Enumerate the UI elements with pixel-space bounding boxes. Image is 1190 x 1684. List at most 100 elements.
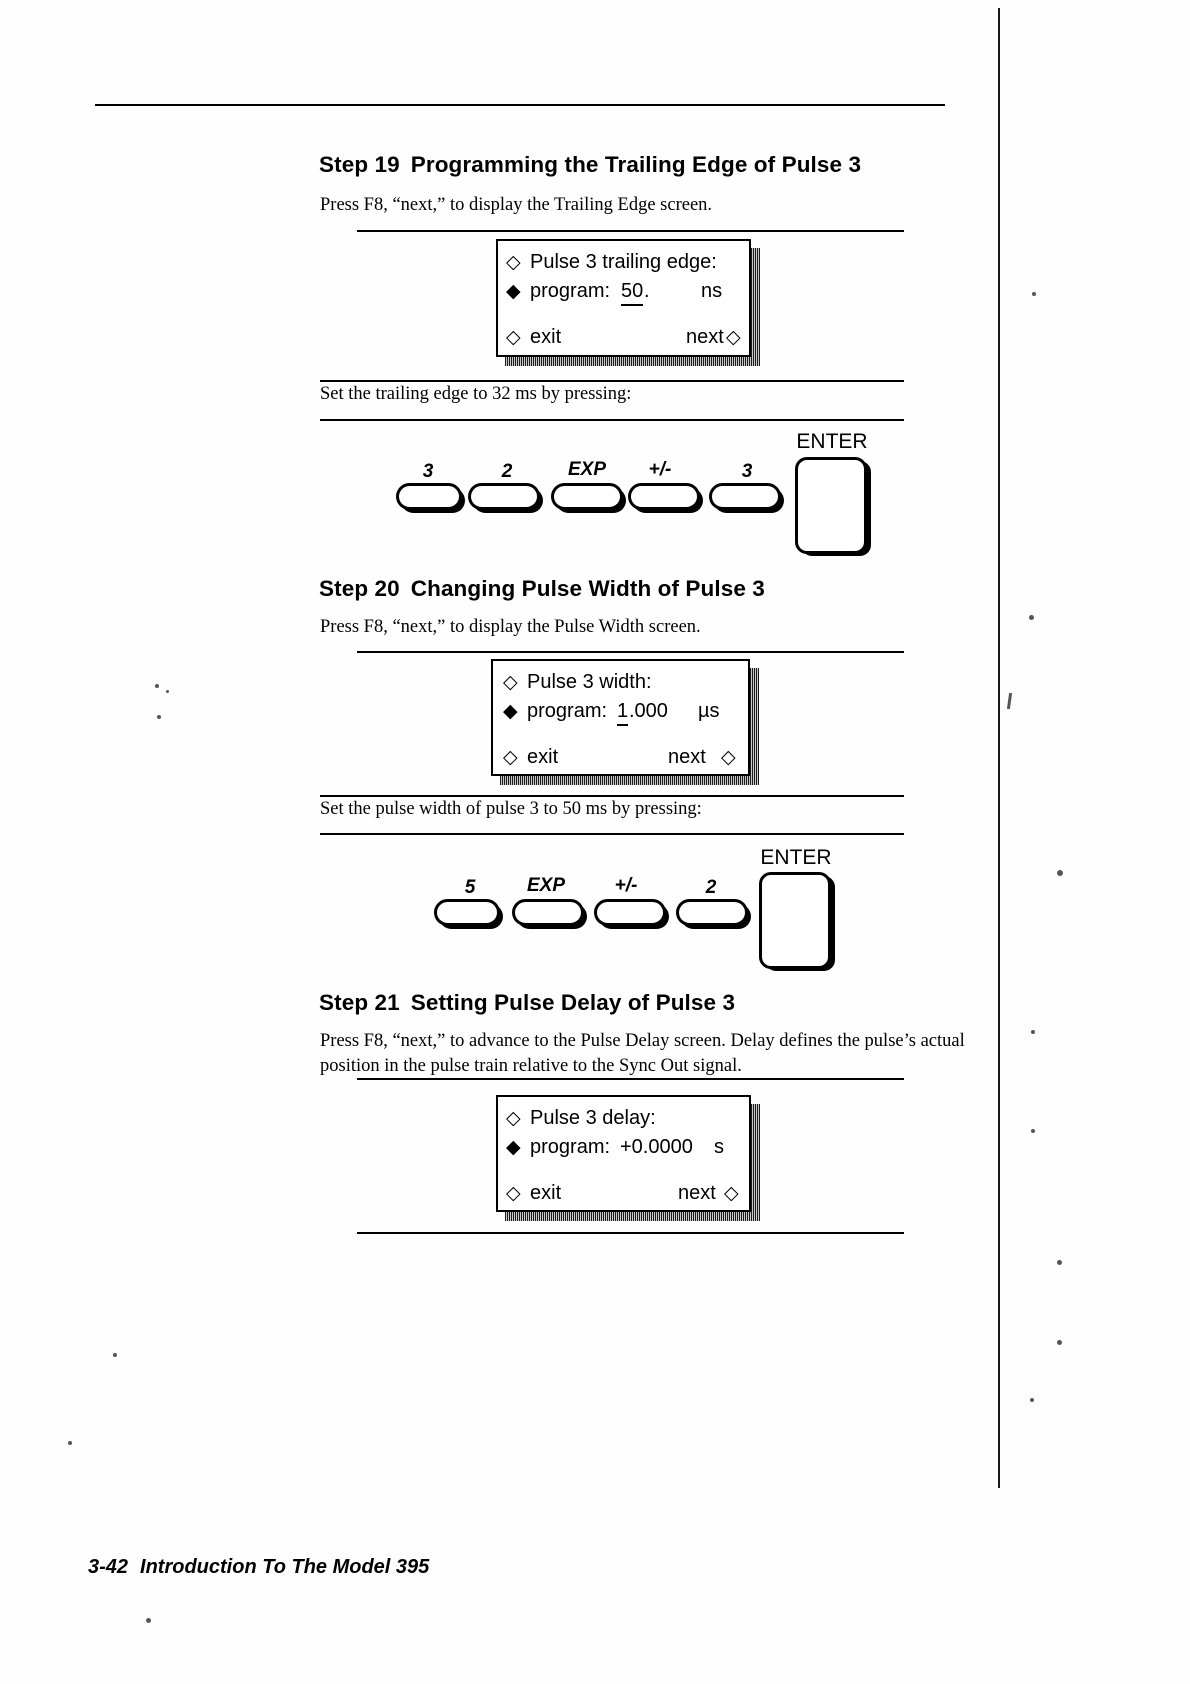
lcd-line2-suffix: . (644, 280, 650, 302)
lcd-line1-text: Pulse 3 width: (527, 671, 652, 693)
key-label-2: 2 (501, 461, 513, 482)
scan-speck (155, 684, 159, 688)
footer-page-number: 3-42 (88, 1556, 129, 1578)
scan-speck (1057, 1260, 1062, 1265)
lcd-face: ◇ Pulse 3 width: ◆ program: 1 .000 µs ◇ … (491, 659, 750, 776)
lcd-line2-units: ns (701, 280, 723, 302)
lcd-line2-value: 50 (621, 280, 644, 306)
key-3a[interactable] (396, 483, 462, 510)
key-label-3a: 3 (422, 461, 434, 482)
scan-speck (1032, 292, 1036, 296)
lcd-line1-text: Pulse 3 delay: (530, 1107, 656, 1129)
step-20-heading: Step 20 Changing Pulse Width of Pulse 3 (319, 576, 765, 602)
right-margin-rule (998, 8, 1000, 1488)
key-2-20[interactable] (676, 899, 748, 926)
figure-rule-top-21 (357, 1078, 904, 1080)
scan-speck (1031, 1030, 1035, 1034)
lcd-exit-marker-icon[interactable]: ◇ (503, 746, 518, 768)
key-enter-20[interactable] (759, 872, 831, 969)
lcd-line1-marker-icon: ◇ (503, 671, 518, 693)
lcd-screen-pulse-width: ◇ Pulse 3 width: ◆ program: 1 .000 µs ◇ … (491, 659, 759, 785)
scan-speck (1030, 1398, 1034, 1402)
key-plusminus[interactable] (628, 483, 700, 510)
lcd-line2-value: +0.0000 (620, 1136, 693, 1158)
lcd-line2-suffix: .000 (629, 700, 668, 722)
key-label-plusminus: +/- (648, 459, 672, 480)
scan-speck (157, 715, 161, 719)
key-label-plusminus-20: +/- (614, 875, 638, 896)
key-5[interactable] (434, 899, 500, 926)
key-exp[interactable] (551, 483, 623, 510)
step-21-title: Setting Pulse Delay of Pulse 3 (410, 990, 736, 1015)
lcd-next-label[interactable]: next (668, 746, 706, 768)
figure-rule-mid-20 (320, 795, 904, 797)
lcd-next-marker-icon[interactable]: ◇ (724, 1182, 739, 1204)
figure-rule-bottom-21 (357, 1232, 904, 1234)
key-label-3b: 3 (741, 461, 753, 482)
step-20-intro: Press F8, “next,” to display the Pulse W… (320, 617, 701, 637)
scan-speck (68, 1441, 72, 1445)
lcd-line2-prefix: program: (530, 1136, 611, 1158)
key-exp-20[interactable] (512, 899, 584, 926)
step-19-intro: Press F8, “next,” to display the Trailin… (320, 195, 713, 215)
scan-speck (1031, 1129, 1035, 1133)
footer-title: Introduction To The Model 395 (140, 1556, 430, 1578)
lcd-exit-label[interactable]: exit (530, 326, 562, 348)
step-19-instruction: Set the trailing edge to 32 ms by pressi… (320, 384, 632, 404)
lcd-line2-marker-icon: ◆ (506, 1136, 521, 1158)
lcd-exit-label[interactable]: exit (527, 746, 559, 768)
key-plusminus-20[interactable] (594, 899, 666, 926)
figure-rule-top-19 (357, 230, 904, 232)
key-label-enter-20: ENTER (760, 846, 832, 869)
figure-rule-top-20 (357, 651, 904, 653)
lcd-line2-prefix: program: (530, 280, 611, 302)
lcd-next-label[interactable]: next (686, 326, 724, 348)
step-21-number: Step 21 (319, 990, 400, 1015)
key-2[interactable] (468, 483, 540, 510)
scan-speck (146, 1618, 151, 1623)
lcd-line1-text: Pulse 3 trailing edge: (530, 251, 717, 273)
figure-rule-keys-19 (320, 419, 904, 421)
key-label-5: 5 (464, 877, 476, 898)
lcd-line1-marker-icon: ◇ (506, 1107, 521, 1129)
key-label-enter-19: ENTER (796, 430, 868, 453)
lcd-next-marker-icon[interactable]: ◇ (726, 326, 741, 348)
step-20-instruction: Set the pulse width of pulse 3 to 50 ms … (320, 799, 702, 819)
lcd-exit-label[interactable]: exit (530, 1182, 562, 1204)
lcd-screen-pulse-delay: ◇ Pulse 3 delay: ◆ program: +0.0000 s ◇ … (496, 1095, 760, 1221)
lcd-exit-marker-icon[interactable]: ◇ (506, 326, 521, 348)
scan-speck (1057, 870, 1063, 876)
lcd-line2-marker-icon: ◆ (506, 280, 521, 302)
lcd-line2-marker-icon: ◆ (503, 700, 518, 722)
lcd-next-marker-icon[interactable]: ◇ (721, 746, 736, 768)
lcd-exit-marker-icon[interactable]: ◇ (506, 1182, 521, 1204)
scan-speck (113, 1353, 117, 1357)
lcd-face: ◇ Pulse 3 delay: ◆ program: +0.0000 s ◇ … (496, 1095, 751, 1212)
step-20-title: Changing Pulse Width of Pulse 3 (410, 576, 765, 601)
key-3b[interactable] (709, 483, 781, 510)
key-label-exp-20: EXP (526, 875, 566, 896)
step-21-heading: Step 21 Setting Pulse Delay of Pulse 3 (319, 990, 735, 1016)
figure-rule-keys-20 (320, 833, 904, 835)
lcd-line1-marker-icon: ◇ (506, 251, 521, 273)
step-19-heading: Step 19 Programming the Trailing Edge of … (319, 152, 861, 178)
scan-speck (1029, 615, 1034, 620)
lcd-line2-units: µs (698, 700, 720, 722)
header-rule (95, 104, 945, 106)
scan-speck (1006, 692, 1013, 710)
lcd-screen-trailing-edge: ◇ Pulse 3 trailing edge: ◆ program: 50 .… (496, 239, 760, 366)
key-label-exp: EXP (567, 459, 607, 480)
key-label-2-20: 2 (705, 877, 717, 898)
lcd-next-label[interactable]: next (678, 1182, 716, 1204)
lcd-face: ◇ Pulse 3 trailing edge: ◆ program: 50 .… (496, 239, 751, 357)
scan-speck (166, 690, 169, 693)
step-21-intro: Press F8, “next,” to advance to the Puls… (320, 1031, 965, 1076)
step-20-number: Step 20 (319, 576, 400, 601)
lcd-line2-prefix: program: (527, 700, 608, 722)
key-enter-19[interactable] (795, 457, 867, 554)
step-19-number: Step 19 (319, 152, 400, 177)
step-19-title: Programming the Trailing Edge of Pulse 3 (410, 152, 862, 177)
figure-rule-mid-19 (320, 380, 904, 382)
page-footer: 3-42 Introduction To The Model 395 (88, 1556, 429, 1579)
